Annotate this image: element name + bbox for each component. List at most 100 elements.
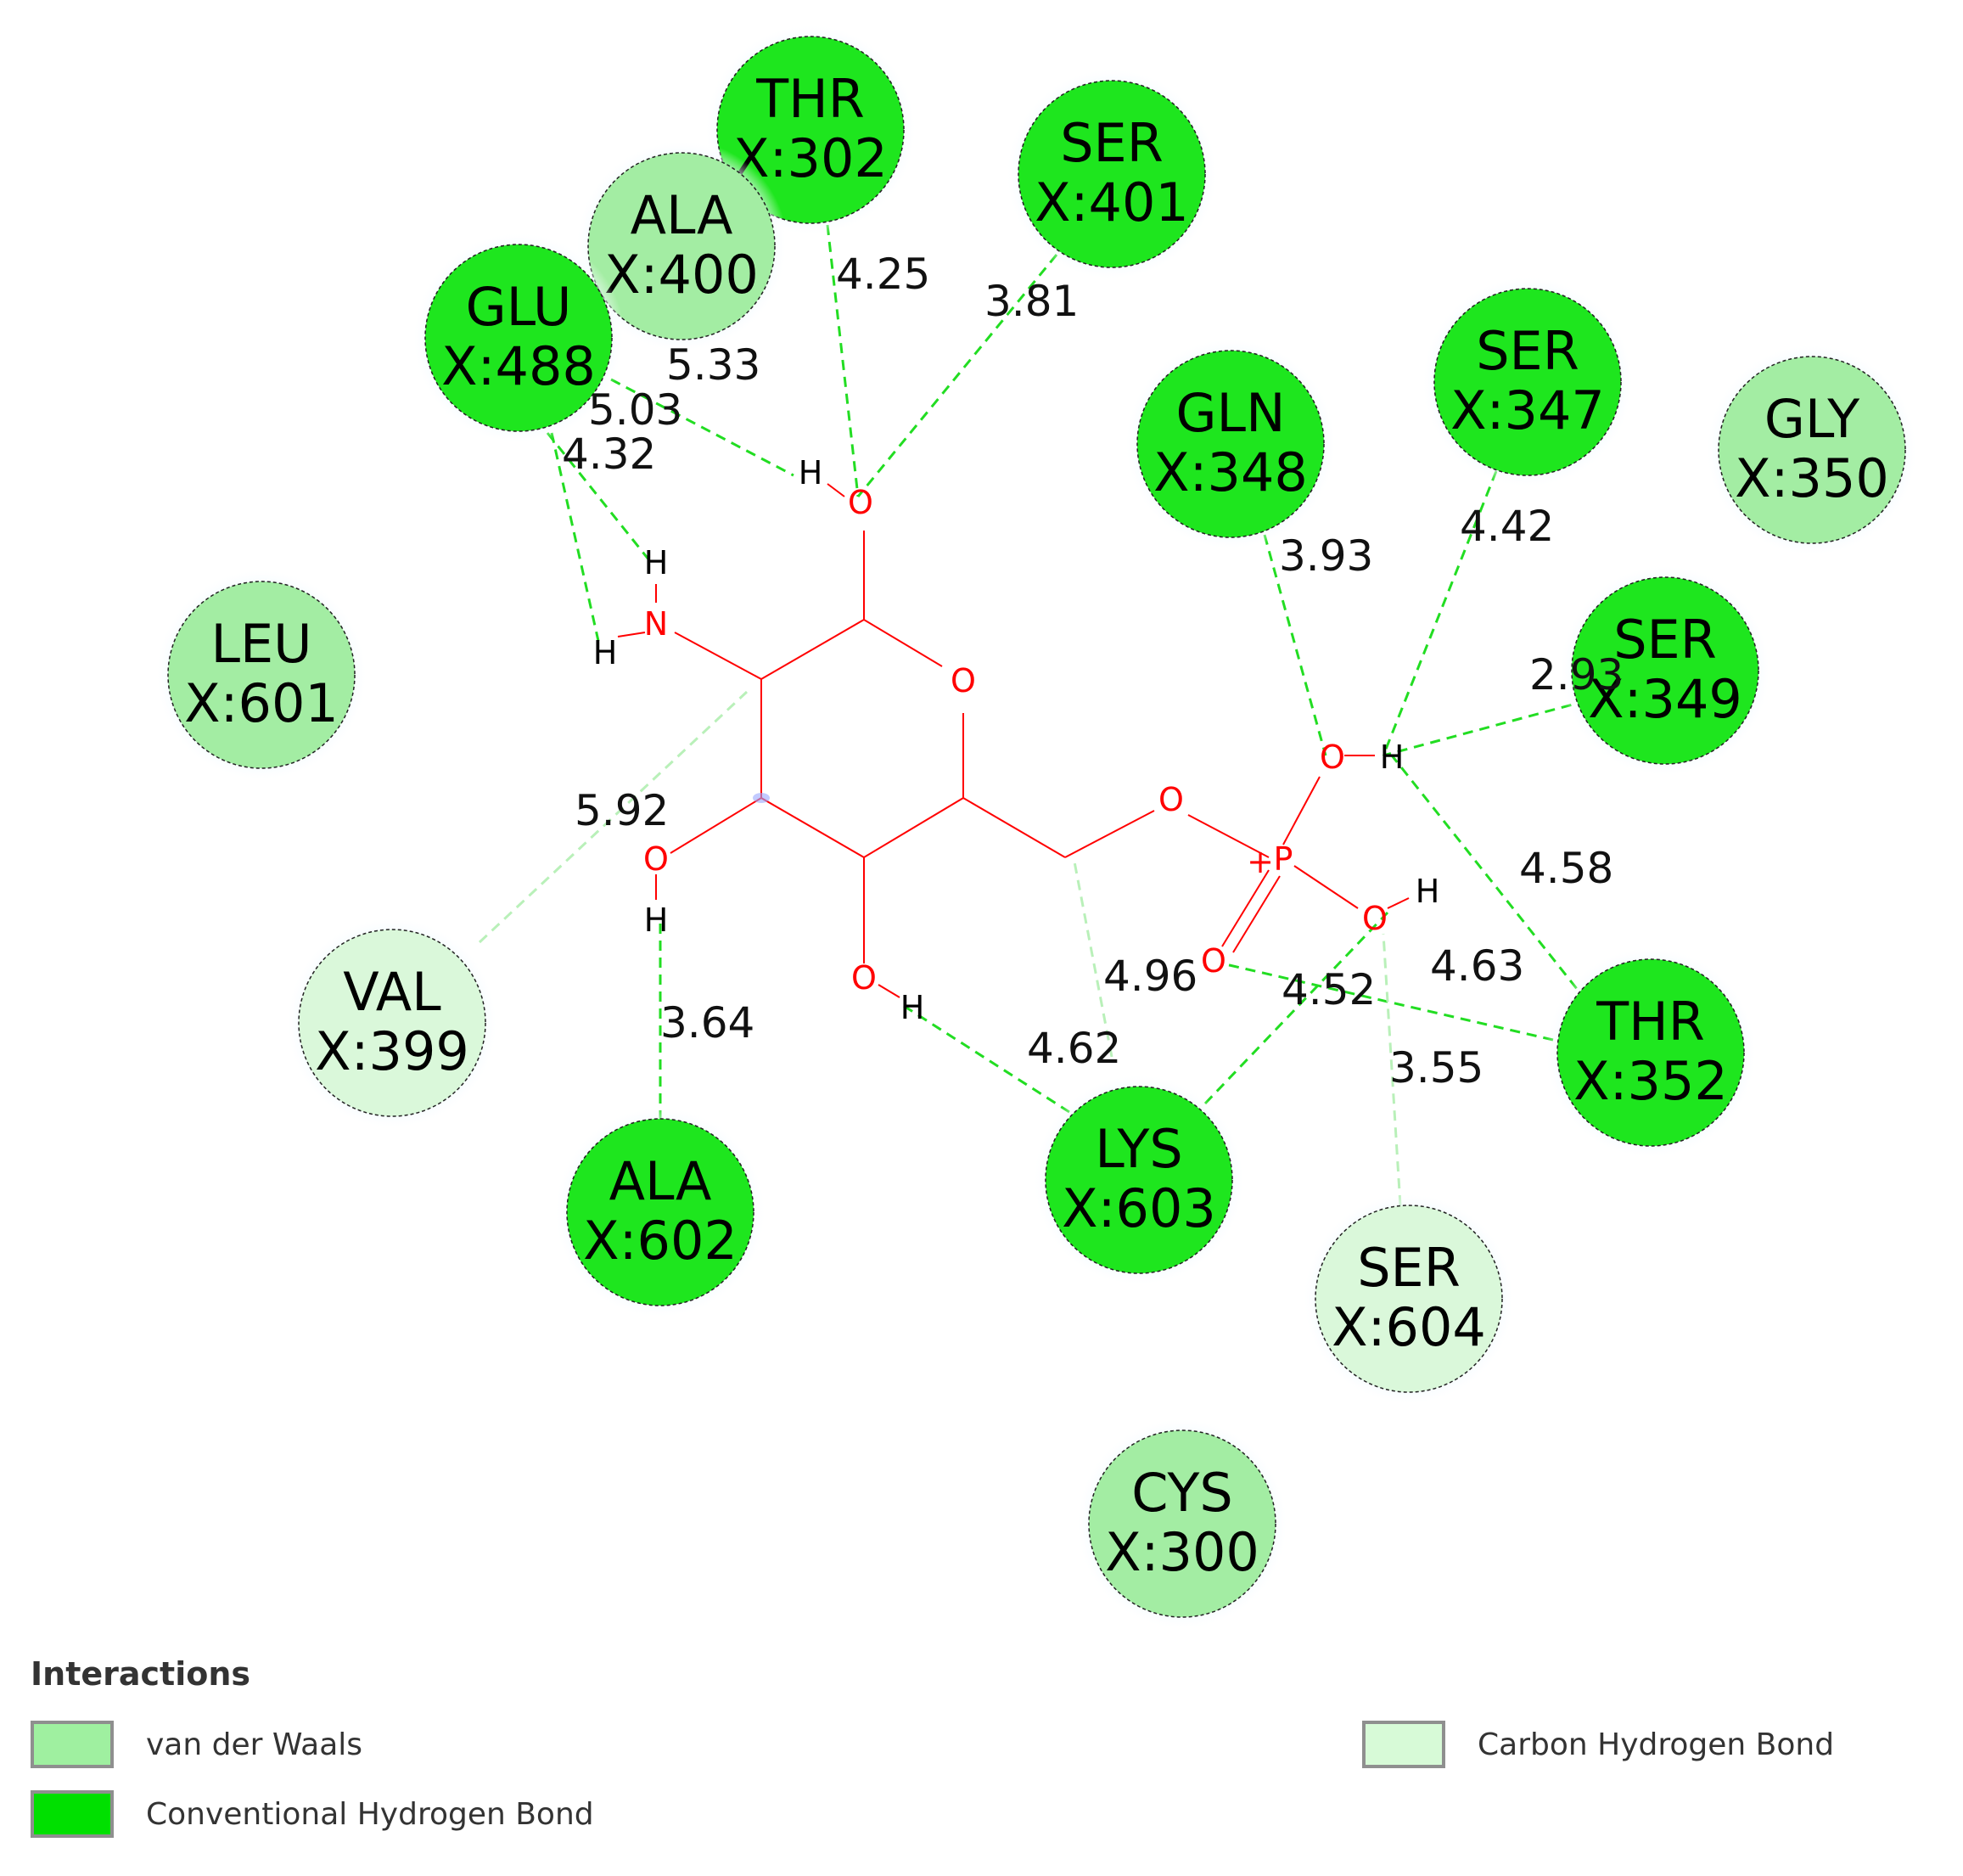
ligand-structure: [617, 483, 1410, 998]
bond-c-ch2: [962, 797, 1066, 858]
interaction-lines: [478, 224, 1605, 1206]
atom-h-n-bottom: H: [593, 634, 618, 671]
residue-ser401: SER X:401: [1006, 68, 1218, 280]
atom-h-n-top: H: [644, 544, 669, 581]
distance-label: 4.58: [1519, 844, 1613, 893]
bond-o-h-bottom: [878, 984, 900, 998]
distance-label: 4.32: [562, 430, 656, 479]
atom-o-ring: O: [951, 662, 976, 699]
residue-lys603: LYS X:603: [1033, 1074, 1245, 1286]
residue-circle: [1018, 80, 1206, 268]
distance-label: 4.42: [1460, 502, 1554, 551]
residue-number: X:349: [1588, 668, 1742, 730]
bond-o-p: [1187, 814, 1270, 858]
residue-gln348: GLN X:348: [1125, 338, 1337, 550]
atom-charge: +: [1247, 843, 1274, 880]
distance-label: 4.62: [1027, 1024, 1121, 1073]
hbond-line-thr352-oh: [1390, 755, 1589, 1003]
residue-name: ALA: [609, 1150, 712, 1212]
residue-circle: [1556, 958, 1745, 1147]
pyranose-ring: [760, 618, 964, 859]
residue-name: LYS: [1095, 1118, 1183, 1180]
residue-cys300: CYS X:300: [1076, 1418, 1288, 1630]
residue-number: X:401: [1035, 171, 1189, 233]
residue-circle: [1718, 356, 1906, 544]
atom-h-top: H: [799, 454, 823, 491]
residue-circle: [167, 581, 356, 769]
atom-n: N: [644, 605, 668, 643]
ligand-atoms: O O H N H H O H O H O + P O H O H O: [593, 454, 1440, 1026]
residue-glu488: GLU X:488: [412, 232, 625, 444]
legend-label-carbon-h: Carbon Hydrogen Bond: [1478, 1727, 1835, 1762]
distance-label: 4.52: [1282, 965, 1376, 1014]
hbond-line-glu488-nh2: [550, 432, 600, 642]
carbonh-line-ser604: [1382, 933, 1402, 1206]
legend-label-vdw: van der Waals: [146, 1727, 363, 1762]
residue-ser349: SER X:349: [1559, 564, 1771, 777]
residue-name: CYS: [1131, 1462, 1232, 1524]
residue-circle: [1315, 1205, 1503, 1393]
residues: THR X:302 ALA X:400 SER X:401 GLU X:488 …: [155, 24, 1918, 1630]
bond-p-o-double-2: [1232, 875, 1281, 953]
hbond-line-glu488-nh: [546, 432, 651, 561]
residue-number: X:602: [583, 1210, 738, 1272]
residue-ala602: ALA X:602: [554, 1106, 766, 1318]
atom-o-bridge: O: [1158, 781, 1184, 818]
residue-number: X:488: [441, 335, 596, 397]
residue-name: GLY: [1764, 388, 1859, 450]
distance-label: 3.81: [984, 277, 1079, 326]
residue-ser604: SER X:604: [1303, 1193, 1515, 1405]
distance-label: 5.92: [575, 786, 669, 835]
distance-label: 3.93: [1279, 531, 1373, 581]
residue-name: GLU: [466, 276, 572, 338]
residue-circle: [1088, 1429, 1276, 1618]
residue-ala400: ALA X:400: [575, 140, 788, 352]
bond-o-h-right: [1387, 897, 1410, 909]
atom-h-left: H: [644, 901, 669, 939]
carbonh-line-val399: [478, 690, 749, 944]
atom-h-bottom: H: [900, 989, 925, 1026]
atom-o-top: O: [848, 484, 873, 521]
residue-circle: [298, 929, 486, 1117]
atom-o-phos-double: O: [1201, 942, 1226, 980]
residue-val399: VAL X:399: [286, 917, 498, 1129]
residue-number: X:352: [1573, 1050, 1728, 1112]
interaction-diagram: O O H N H H O H O H O + P O H O H O THR …: [155, 24, 1918, 1630]
residue-name: VAL: [343, 961, 441, 1023]
atom-o-phos-top: O: [1320, 739, 1345, 776]
legend-item-vdw: van der Waals: [31, 1717, 362, 1772]
residue-number: X:603: [1062, 1177, 1216, 1239]
residue-ser347: SER X:347: [1422, 276, 1634, 488]
atom-o-bottom: O: [851, 959, 877, 997]
legend-item-carbon-h: Carbon Hydrogen Bond: [1362, 1717, 1834, 1772]
residue-number: X:348: [1153, 441, 1308, 503]
distance-label: 4.63: [1430, 941, 1524, 991]
residue-number: X:350: [1735, 447, 1889, 509]
legend-swatch-vdw: [31, 1721, 114, 1768]
hbond-line-ser347: [1382, 470, 1498, 756]
bond-c-oh-left: [670, 797, 762, 854]
legend-label-conventional: Conventional Hydrogen Bond: [146, 1796, 594, 1832]
hbond-line-thr302: [826, 224, 860, 497]
distance-label: 5.03: [588, 385, 682, 435]
bond-p-oh-right: [1293, 865, 1359, 909]
distance-label: 3.55: [1389, 1043, 1483, 1092]
residue-number: X:400: [604, 244, 759, 306]
residue-name: GLN: [1176, 382, 1286, 444]
distance-label: 3.64: [660, 998, 754, 1048]
bond-o-h-topleft: [827, 483, 845, 497]
legend-title: Interactions: [31, 1655, 251, 1693]
residue-circle: [424, 244, 613, 432]
residue-name: SER: [1476, 320, 1579, 382]
residue-name: LEU: [210, 613, 311, 675]
residue-leu601: LEU X:601: [155, 569, 367, 781]
residue-circle: [1571, 576, 1759, 765]
atom-highlight: [753, 793, 770, 803]
legend-swatch-conventional: [31, 1790, 114, 1838]
distance-label: 2.93: [1529, 650, 1624, 699]
hbond-line-ser401: [856, 254, 1058, 497]
atom-o-left: O: [643, 840, 669, 878]
distance-labels: 4.25 3.81 5.33 5.03 4.32 3.93 4.42 2.93 …: [562, 250, 1624, 1092]
residue-circle: [716, 36, 905, 224]
residue-number: X:604: [1332, 1296, 1486, 1358]
